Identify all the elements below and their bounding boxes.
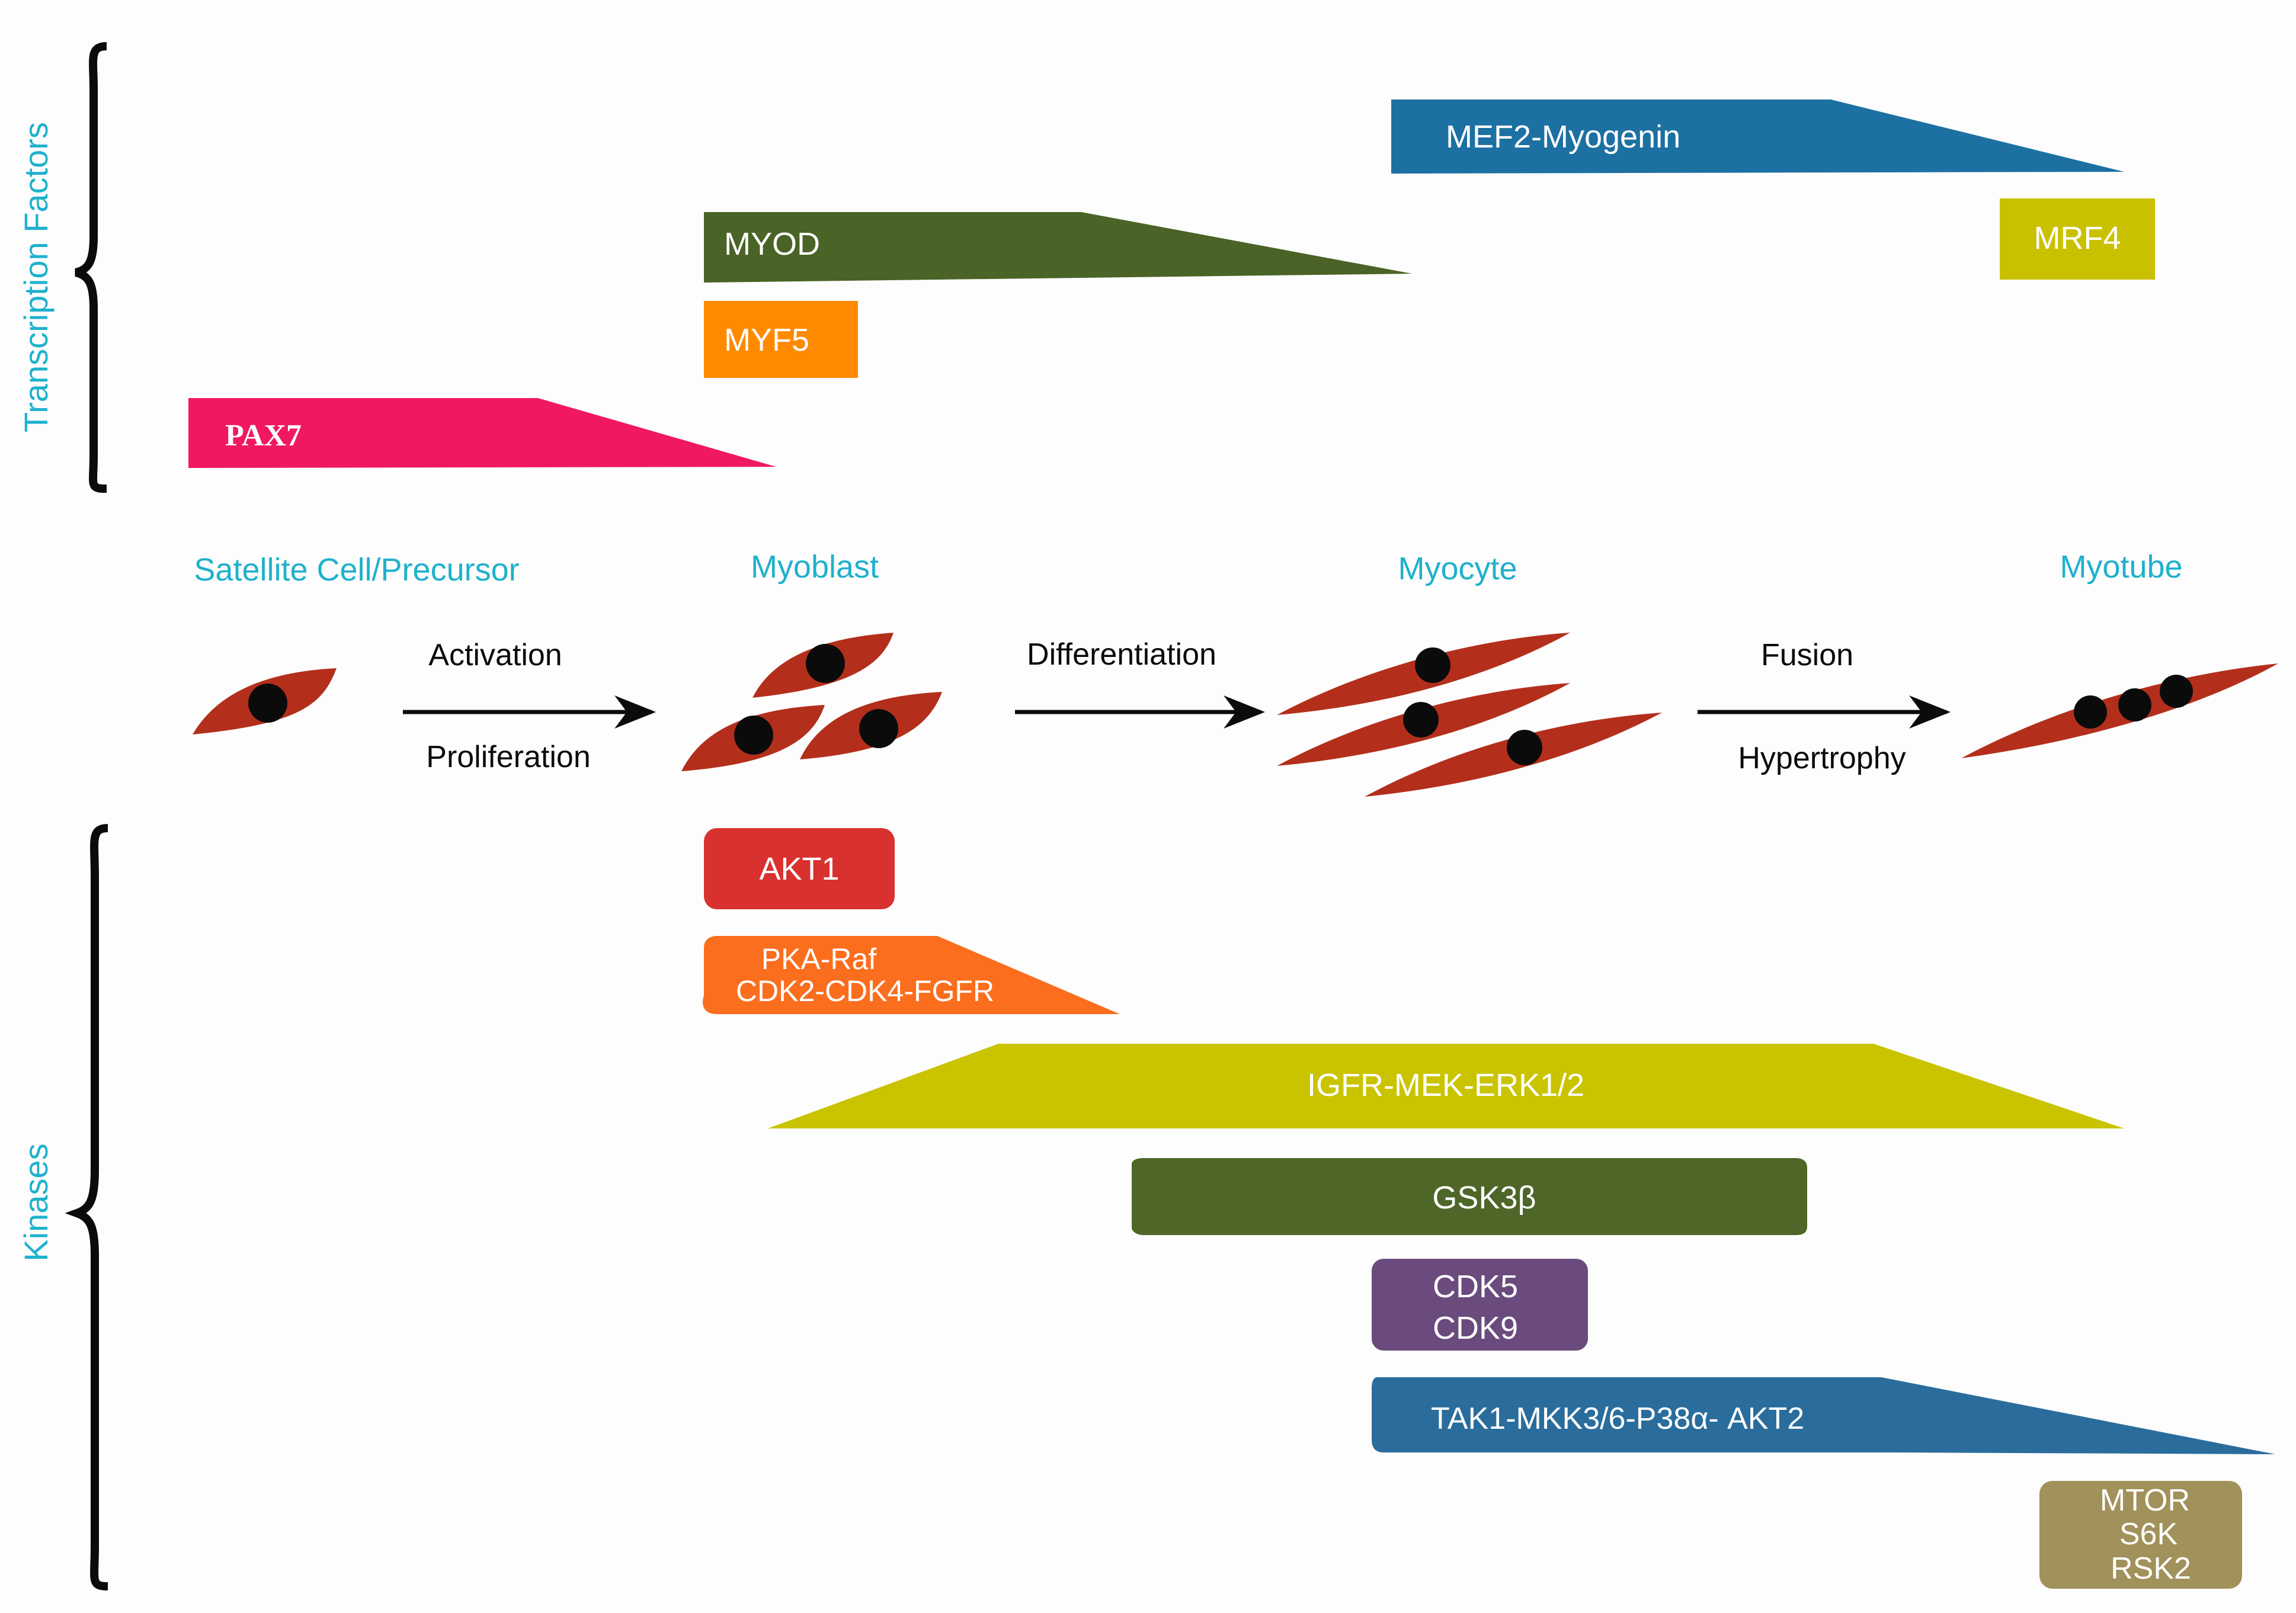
nucleus — [1415, 647, 1450, 683]
nucleus — [734, 716, 773, 755]
kinases-label: Kinases — [17, 1143, 55, 1261]
tak1-mkk-p38-akt2-label: TAK1-MKK3/6-P38α- AKT2 — [1431, 1402, 1804, 1436]
tak1-mkk-p38-akt2-bar: TAK1-MKK3/6-P38α- AKT2 — [1372, 1377, 2275, 1454]
hypertrophy-label: Hypertrophy — [1738, 741, 1906, 775]
myocyte-cells — [1277, 633, 1662, 797]
nucleus — [1403, 702, 1439, 737]
satellite-cell — [193, 668, 337, 735]
gsk3b-label: GSK3β — [1432, 1180, 1536, 1216]
activation-label: Activation — [428, 638, 562, 672]
cdk9-label: CDK9 — [1433, 1310, 1518, 1346]
pax7-bar: PAX7 — [188, 398, 776, 468]
nucleus — [806, 644, 845, 683]
igfr-mek-erk-label: IGFR-MEK-ERK1/2 — [1307, 1067, 1584, 1103]
pax7-label: PAX7 — [225, 419, 302, 453]
mtor-s6k-rsk2-bar: MTOR S6K RSK2 — [2039, 1481, 2242, 1589]
rsk2-label: RSK2 — [2111, 1551, 2191, 1586]
stage-myotube: Myotube — [2060, 549, 2182, 585]
myf5-label: MYF5 — [724, 322, 809, 358]
cdk2-cdk4-fgfr-label: CDK2-CDK4-FGFR — [736, 974, 994, 1008]
mef2-myogenin-bar: MEF2-Myogenin — [1391, 100, 2124, 174]
stage-satellite-cell: Satellite Cell/Precursor — [194, 552, 519, 588]
mrf4-label: MRF4 — [2034, 220, 2121, 256]
transcription-factors-brace — [75, 42, 107, 493]
myod-bar: MYOD — [704, 212, 1412, 283]
s6k-label: S6K — [2119, 1517, 2178, 1551]
fusion-label: Fusion — [1761, 638, 1853, 672]
pka-raf-bar: PKA-Raf CDK2-CDK4-FGFR — [703, 936, 1120, 1014]
myotube-cell — [1961, 663, 2278, 758]
cdk5-label: CDK5 — [1433, 1269, 1518, 1304]
stage-myocyte: Myocyte — [1398, 551, 1517, 586]
differentiation-label: Differentiation — [1027, 637, 1216, 672]
gsk3b-bar: GSK3β — [1132, 1158, 1807, 1235]
mef2-myogenin-label: MEF2-Myogenin — [1446, 119, 1680, 155]
myf5-bar: MYF5 — [704, 301, 858, 378]
nucleus — [248, 684, 287, 723]
transcription-factors-label: Transcription Factors — [17, 122, 55, 432]
akt1-label: AKT1 — [759, 851, 839, 887]
proliferation-label: Proliferation — [426, 740, 590, 774]
nucleus — [859, 709, 898, 748]
nucleus — [2074, 695, 2107, 729]
kinases-brace — [65, 824, 108, 1590]
nucleus — [2160, 675, 2193, 708]
mrf4-bar: MRF4 — [2000, 198, 2155, 280]
myoblast-cells — [681, 633, 942, 771]
stage-myoblast: Myoblast — [751, 549, 879, 585]
nucleus — [1507, 730, 1542, 765]
mtor-label: MTOR — [2100, 1483, 2190, 1518]
akt1-bar: AKT1 — [704, 828, 895, 909]
nucleus — [2118, 688, 2151, 721]
pka-raf-label: PKA-Raf — [761, 942, 877, 976]
igfr-mek-erk-bar: IGFR-MEK-ERK1/2 — [768, 1044, 2124, 1128]
myod-label: MYOD — [724, 226, 820, 262]
cdk5-cdk9-bar: CDK5 CDK9 — [1372, 1259, 1588, 1351]
